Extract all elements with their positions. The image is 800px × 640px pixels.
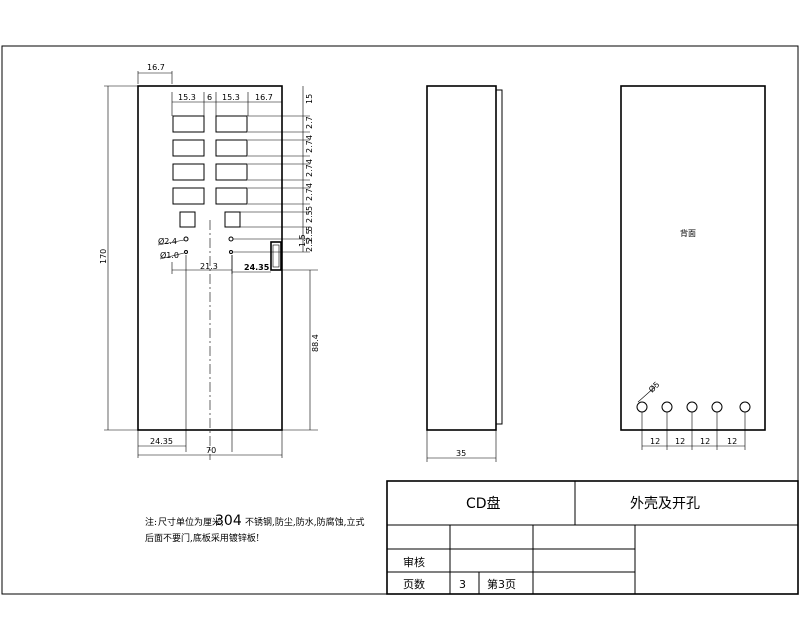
title-block: CD盘 外壳及开孔 审核 页数 3 第3页 [386,480,799,595]
note-line1-num: 304 [215,513,242,529]
display-window [172,163,205,181]
page-number: 第3页 [487,577,516,591]
right-dim: 2.5 [305,229,314,242]
note-prefix: 注: [145,516,157,528]
dim-top-4: 16.7 [255,93,273,102]
dia-small-label: Ø1.0 [160,250,179,260]
display-window [172,115,205,133]
square-button-cutout [179,211,196,228]
pages-value: 3 [459,578,466,591]
right-dim: 2.7 [305,164,314,177]
right-dim: 2.5 [305,239,314,252]
right-dim: 4 [305,183,314,188]
hole-large [183,236,189,242]
dim-top-1: 15.3 [178,93,196,102]
cable-hole [686,401,698,413]
hole-dia-label: Ø5 [646,379,661,394]
hole-spacing: 12 [650,437,660,446]
dim-top-3: 15.3 [222,93,240,102]
front-view: 16.7 15.3 6 15.3 16.7 Ø2.4 Ø1.0 [99,63,320,460]
hole-spacing: 12 [727,437,737,446]
right-dim: 4 [305,135,314,140]
lock-cutout [270,241,282,271]
right-dim: 5 [305,226,314,231]
dim-depth: 35 [456,449,466,458]
display-window [215,139,248,157]
right-dim: 2.7 [305,116,314,129]
right-dim: 4 [305,159,314,164]
review-label: 审核 [403,555,425,569]
dim-88-4: 88.4 [311,334,320,352]
hole-large [228,236,234,242]
right-dim: 5 [305,206,314,211]
dim-170: 170 [99,249,108,264]
note-line1-b: 不锈钢,防尘,防水,防腐蚀,立式 [245,516,364,528]
hole-spacing: 12 [675,437,685,446]
right-dim: 1.5 [298,234,307,247]
display-window [215,187,248,205]
cable-hole [739,401,751,413]
right-dim: 2.7 [305,188,314,201]
display-window [172,139,205,157]
right-dim: 2.5 [305,210,314,223]
side-door-edge [495,89,503,425]
front-panel-outline [137,85,283,431]
note: 注: 尺寸单位为厘米, 304 不锈钢,防尘,防水,防腐蚀,立式 后面不要门,底… [145,513,364,544]
cable-hole [636,401,648,413]
square-button-cutout [224,211,241,228]
right-dimensions: 15 2.7 4 2.7 4 2.7 4 2.7 5 2.5 5 2.5 1.5… [298,94,314,252]
side-view: 35 [426,85,503,462]
display-window [215,163,248,181]
dim-top-2: 6 [207,93,212,102]
side-outline [426,85,497,431]
dim-24-35-inner: 24.35 [244,263,270,272]
display-window [172,187,205,205]
drawing-title: 外壳及开孔 [630,495,700,512]
dim-top-left: 16.7 [147,63,165,72]
hole-small [184,250,188,254]
right-dim: 2.7 [305,140,314,153]
back-view: 背面 Ø5 12 12 12 12 [620,85,766,450]
cable-hole [661,401,673,413]
right-dim: 15 [305,94,314,104]
note-line1-a: 尺寸单位为厘米, [158,516,224,528]
pages-label: 页数 [403,578,425,591]
note-line2: 后面不要门,底板采用镀锌板! [145,532,259,544]
drawing-name: CD盘 [466,495,501,512]
hole-spacing: 12 [700,437,710,446]
back-outline [620,85,766,431]
dim-70: 70 [206,446,216,455]
display-window [215,115,248,133]
hole-small [229,250,233,254]
cable-hole [711,401,723,413]
dim-24-35-bottom: 24.35 [150,437,173,446]
dia-large-label: Ø2.4 [158,236,177,246]
back-label: 背面 [680,228,696,238]
dim-21-3: 21.3 [200,262,218,271]
